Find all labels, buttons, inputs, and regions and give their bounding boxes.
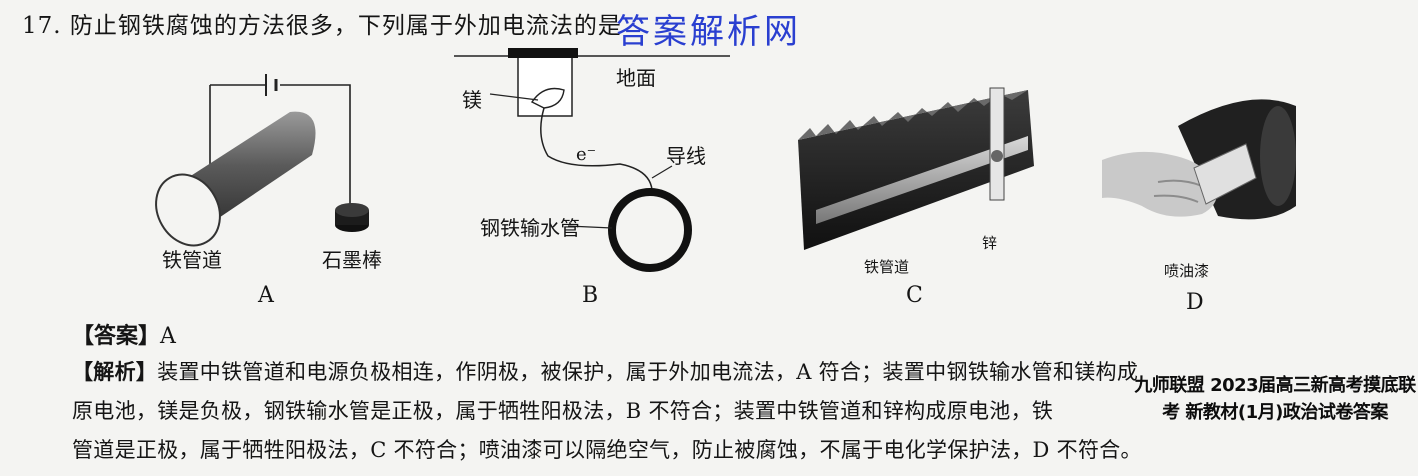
answer-line: 【答案】A	[72, 318, 176, 350]
label-magnesium: 镁	[462, 88, 482, 112]
option-b-label: B	[582, 283, 599, 308]
analysis-tag: 【解析】	[72, 359, 158, 384]
option-d-label: D	[1186, 290, 1204, 315]
answer-tag: 【答案】	[72, 323, 161, 349]
label-steel-pipe: 钢铁输水管	[480, 216, 580, 240]
label-electron: e⁻	[576, 144, 597, 165]
figure-b-diagram	[454, 48, 730, 272]
analysis-line-2: 原电池，镁是负极，钢铁输水管是正极，属于牺牲阳极法，B 不符合；装置中铁管道和锌…	[72, 399, 1054, 423]
analysis-line-3: 管道是正极，属于牺牲阳极法，C 不符合；喷油漆可以隔绝空气，防止被腐蚀，不属于电…	[72, 438, 1142, 462]
source-stamp: 九师联盟 2023届高三新高考摸底联考 新教材(1月)政治试卷答案	[1134, 375, 1416, 423]
label-spray-paint: 喷油漆	[1164, 262, 1210, 280]
label-ground: 地面	[616, 66, 656, 90]
analysis-text-1: 装置中铁管道和电源负极相连，作阴极，被保护，属于外加电流法，A 符合；装置中钢铁…	[157, 360, 1139, 384]
label-graphite-rod: 石墨棒	[322, 248, 382, 272]
label-iron-pipe-c: 铁管道	[864, 258, 910, 276]
label-iron-pipe-a: 铁管道	[162, 248, 222, 272]
figure-a-diagram	[155, 74, 369, 247]
question-title: 17. 防止钢铁腐蚀的方法很多，下列属于外加电流法的是	[22, 13, 622, 39]
label-zinc: 锌	[982, 234, 998, 252]
option-c-label: C	[906, 283, 923, 308]
figure-d-photo	[1102, 99, 1296, 220]
figure-c-diagram	[798, 87, 1034, 250]
answer-value: A	[160, 324, 176, 349]
watermark: 答案解析网	[616, 12, 801, 52]
option-a-label: A	[258, 283, 274, 308]
analysis-line-1: 【解析】装置中铁管道和电源负极相连，作阴极，被保护，属于外加电流法，A 符合；装…	[72, 356, 1138, 386]
label-wire: 导线	[666, 144, 706, 168]
